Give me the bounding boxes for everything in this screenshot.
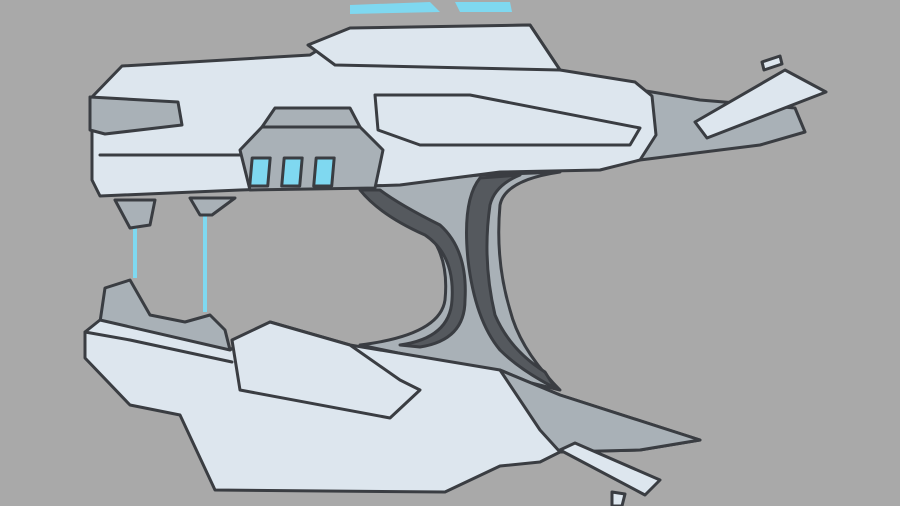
emitter-right bbox=[188, 196, 237, 217]
rear-nub bbox=[88, 95, 184, 136]
vent-slot bbox=[312, 156, 336, 188]
top-glow bbox=[350, 2, 440, 14]
fin-tip bbox=[760, 54, 784, 72]
bottom-panel bbox=[230, 320, 422, 420]
grip-back bbox=[465, 173, 557, 390]
side-panel bbox=[373, 93, 642, 147]
vent-slot bbox=[248, 156, 272, 188]
vent-slot bbox=[280, 156, 304, 188]
bottom-blade bbox=[558, 441, 662, 497]
top-glow-2 bbox=[455, 2, 512, 12]
fin bbox=[693, 68, 828, 140]
bottom-seam bbox=[83, 330, 234, 364]
grip-front bbox=[358, 188, 467, 349]
bottom-fin-rear bbox=[498, 368, 702, 454]
bottom-blade-tip bbox=[610, 490, 627, 506]
top-ridge bbox=[306, 23, 562, 72]
emitter-left bbox=[113, 198, 157, 230]
